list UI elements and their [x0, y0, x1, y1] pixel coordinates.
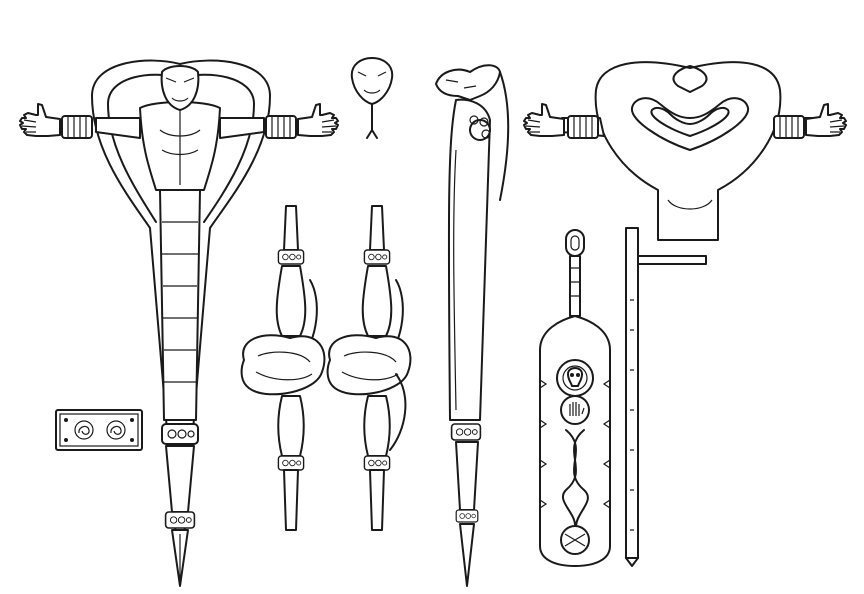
grip-front: [240, 205, 326, 531]
skull-icon: [556, 359, 594, 397]
cobra-head-icon: [350, 57, 394, 105]
helix-icon: [562, 429, 589, 541]
cobra-staff-side: [435, 64, 510, 587]
ornament-plate: [55, 409, 143, 451]
paddle-blade-side: [625, 227, 707, 567]
bracelet-icon: [265, 115, 297, 139]
hand-icon: [560, 395, 590, 425]
cobra-staff-front: [19, 59, 339, 587]
hand-icon: [805, 103, 847, 137]
paddle-blade-front: [539, 229, 611, 567]
cobra-head-front: [350, 57, 394, 139]
collar-band: [164, 511, 196, 529]
bracelet-icon: [61, 115, 93, 139]
hand-icon: [297, 103, 339, 137]
cobra-staff-back: [523, 61, 847, 241]
grip-back: [326, 205, 412, 531]
hand-icon: [523, 103, 565, 137]
bracelet-icon: [773, 115, 805, 139]
hand-icon: [19, 103, 61, 137]
bracelet-icon: [567, 115, 599, 139]
collar-band: [161, 423, 199, 445]
